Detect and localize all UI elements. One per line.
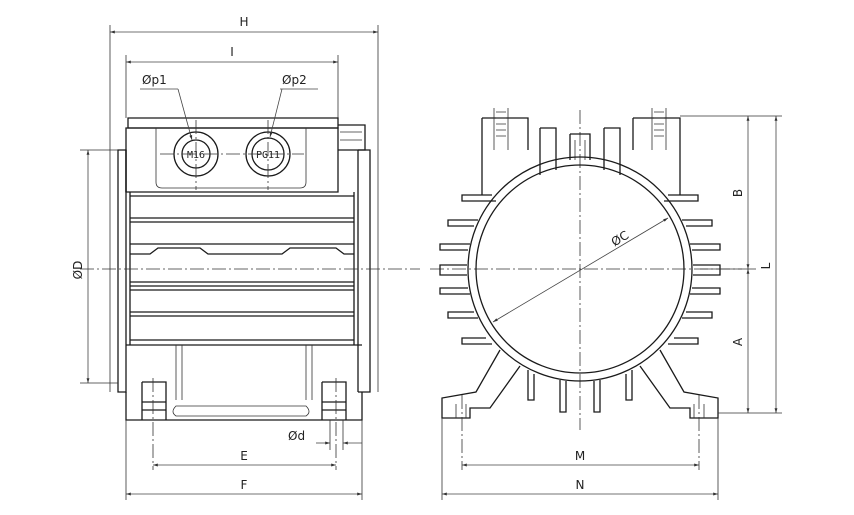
dim-d-hole-label: Ød bbox=[288, 429, 305, 443]
terminal-box-lid bbox=[127, 117, 339, 129]
dim-m-label: M bbox=[575, 449, 585, 463]
cooling-fins bbox=[130, 195, 354, 341]
dim-p2-label: Øp2 bbox=[282, 73, 307, 87]
dim-f-label: F bbox=[241, 478, 248, 492]
side-view: H I M16 PG11 Øp1 Øp2 bbox=[71, 15, 420, 500]
mounting-feet bbox=[125, 392, 363, 421]
dim-l-label: L bbox=[759, 262, 773, 269]
dim-e-label: E bbox=[240, 449, 248, 463]
frame-ring bbox=[467, 156, 693, 382]
front-foot-right bbox=[639, 349, 719, 419]
stator-bore bbox=[475, 164, 685, 374]
front-foot-left bbox=[441, 349, 521, 419]
frame-end-right bbox=[358, 149, 371, 393]
dim-h-label: H bbox=[239, 15, 248, 29]
dim-n-label: N bbox=[576, 478, 585, 492]
dim-c-label: ØC bbox=[609, 228, 631, 249]
top-boss-right bbox=[632, 117, 681, 195]
dim-p1-label: Øp1 bbox=[142, 73, 167, 87]
terminal-box-side bbox=[338, 124, 366, 151]
dim-d-label: ØD bbox=[71, 261, 85, 280]
dim-i-label: I bbox=[230, 45, 234, 59]
radial-fins bbox=[439, 194, 721, 413]
dim-c-line bbox=[492, 217, 669, 323]
front-view: ØC M N B A L bbox=[430, 108, 782, 500]
dim-a-label: A bbox=[731, 337, 745, 346]
frame-end-left bbox=[117, 149, 127, 393]
dim-b-label: B bbox=[731, 189, 745, 197]
